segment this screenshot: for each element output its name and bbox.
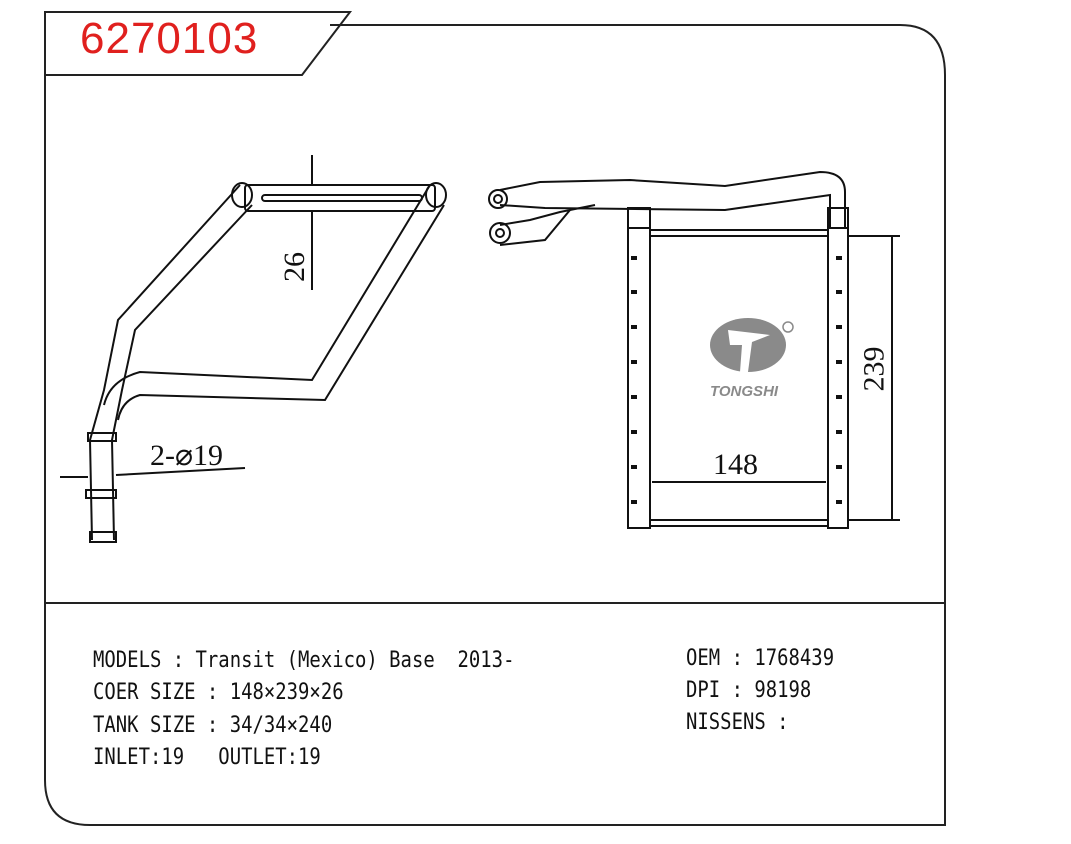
part-number-tab	[44, 11, 353, 76]
nissens-text: NISSENS :	[686, 710, 789, 735]
dpi-text: DPI : 98198	[686, 678, 812, 703]
tank-size-text: TANK SIZE : 34/34×240	[93, 713, 333, 738]
tank-slots	[631, 256, 842, 504]
width-dim: 148	[713, 448, 758, 481]
tongshi-logo: TONGSHI	[710, 318, 794, 400]
side-view	[60, 155, 447, 543]
frame	[44, 11, 946, 826]
part-number: 6270103	[80, 14, 259, 63]
oem-text: OEM : 1768439	[686, 646, 835, 671]
height-dim: 239	[857, 346, 891, 392]
pipe-dim: 2-⌀19	[150, 439, 224, 472]
thickness-dim: 26	[278, 252, 311, 282]
inlet-outlet-text: INLET:19 OUTLET:19	[93, 745, 321, 770]
models-text: MODELS : Transit (Mexico) Base 2013-	[93, 648, 515, 673]
front-view	[488, 170, 900, 529]
core-size-text: COER SIZE : 148×239×26	[93, 680, 344, 705]
svg-text:TONGSHI: TONGSHI	[710, 383, 779, 400]
